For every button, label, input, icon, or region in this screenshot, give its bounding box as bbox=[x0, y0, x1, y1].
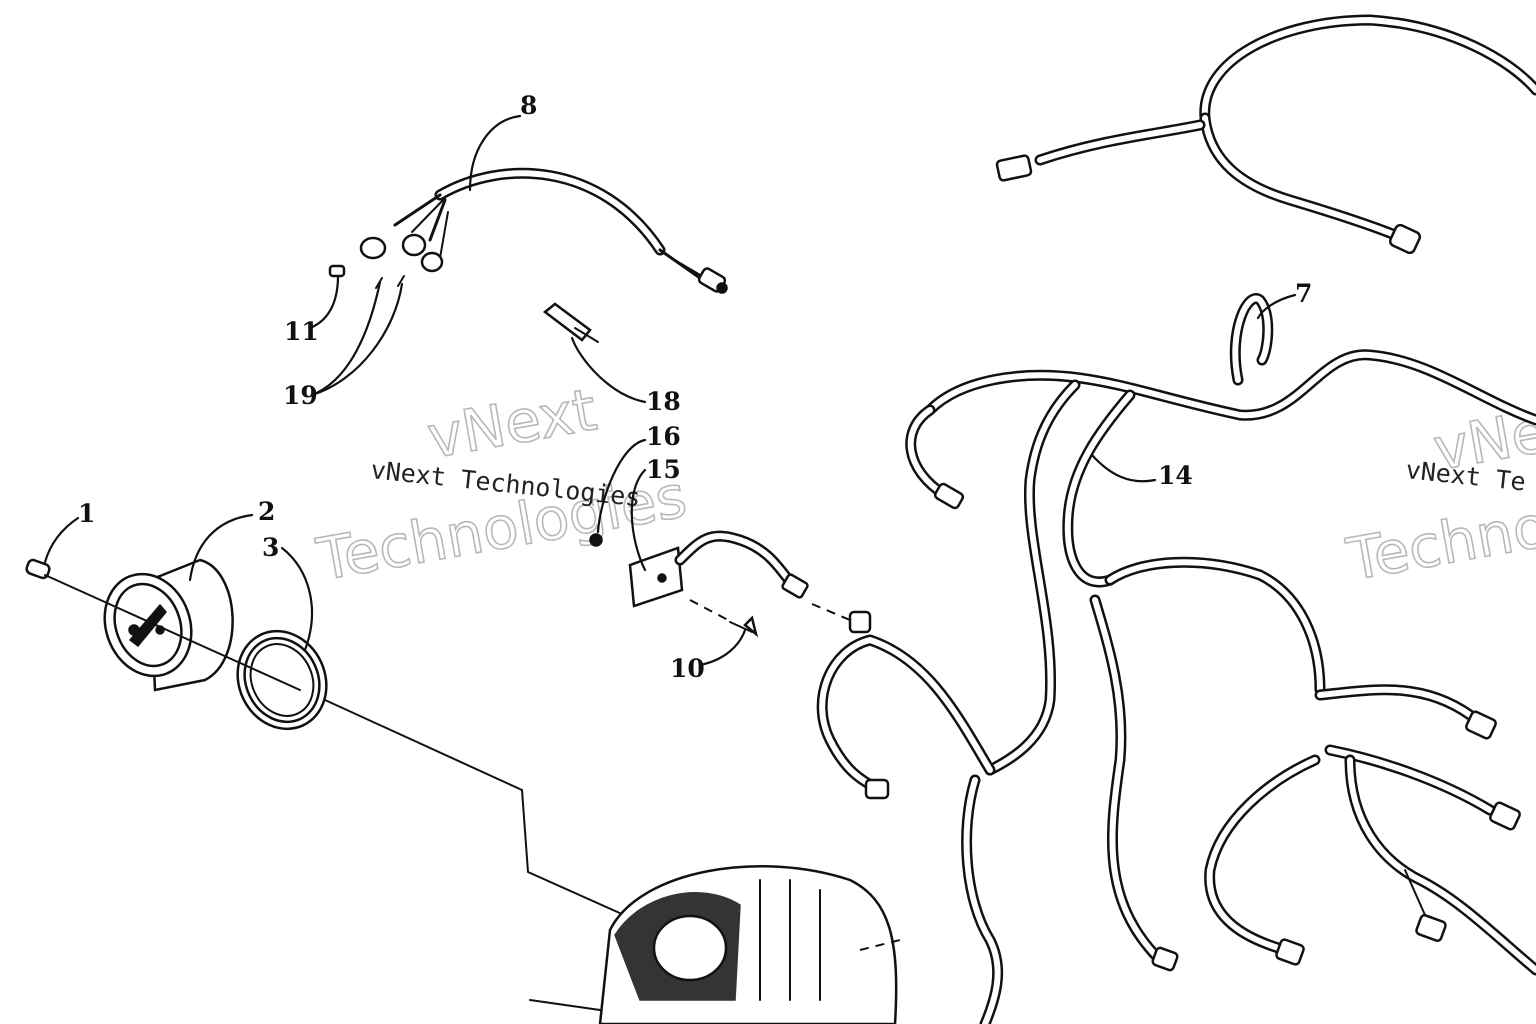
callout-labels: 8 11 19 18 16 15 10 1 2 3 7 14 bbox=[78, 91, 1312, 683]
callout-15: 15 bbox=[646, 455, 681, 484]
part-16-screw bbox=[589, 533, 603, 547]
callout-7: 7 bbox=[1295, 279, 1312, 308]
part-1-bulb bbox=[25, 558, 51, 580]
leader-3 bbox=[280, 546, 313, 652]
callout-8: 8 bbox=[520, 91, 537, 120]
callout-19: 19 bbox=[283, 381, 318, 410]
part-15-relay bbox=[628, 530, 809, 608]
part-11-terminal bbox=[328, 264, 346, 278]
leader-19b bbox=[310, 282, 404, 397]
part-2-gauge bbox=[103, 558, 234, 692]
leader-lines bbox=[43, 114, 1297, 667]
part-8-harness bbox=[359, 167, 728, 294]
callout-1: 1 bbox=[78, 499, 95, 528]
watermark-left: vNext Technologies vNext Technologies bbox=[311, 375, 692, 595]
console-hood bbox=[529, 865, 901, 1024]
watermark-right: vNe Techno vNext Te bbox=[1341, 396, 1536, 594]
callout-3: 3 bbox=[262, 533, 279, 562]
part-7-loop bbox=[1229, 293, 1274, 386]
callout-10: 10 bbox=[670, 654, 705, 683]
part-14-main-harness bbox=[811, 349, 1536, 1024]
leader-1 bbox=[43, 516, 80, 564]
harness-top-right bbox=[995, 14, 1536, 255]
callout-11: 11 bbox=[284, 317, 319, 346]
leader-15 bbox=[630, 468, 647, 572]
leader-19a bbox=[310, 280, 382, 397]
leader-16 bbox=[596, 438, 647, 534]
leader-18 bbox=[570, 336, 647, 404]
leader-2 bbox=[188, 513, 254, 582]
leader-7 bbox=[1256, 293, 1297, 320]
leader-11 bbox=[308, 274, 340, 330]
leader-10 bbox=[698, 628, 747, 667]
callout-18: 18 bbox=[646, 387, 681, 416]
part-10-bolt bbox=[689, 599, 759, 638]
callout-14: 14 bbox=[1158, 461, 1193, 490]
leader-8 bbox=[468, 114, 522, 192]
callout-2: 2 bbox=[258, 497, 275, 526]
leader-14 bbox=[1090, 453, 1157, 483]
callout-16: 16 bbox=[646, 422, 681, 451]
watermark-big-left-line1: vNext bbox=[423, 375, 602, 471]
part-18-clip bbox=[542, 302, 599, 343]
part-3-bezel-ring bbox=[236, 629, 328, 731]
watermark-big-right-line2: Techno bbox=[1342, 492, 1536, 594]
